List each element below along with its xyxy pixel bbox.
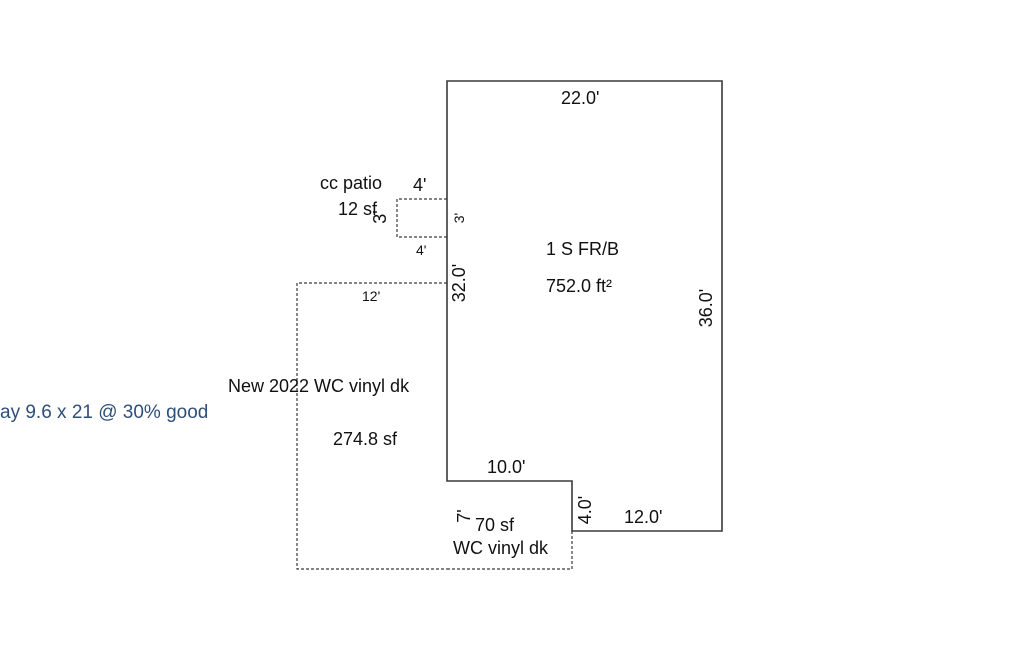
patio-right-dimension: 3' <box>451 212 467 224</box>
notch-top-dimension: 10.0' <box>487 457 526 477</box>
note-text: ay 9.6 x 21 @ 30% good <box>0 402 209 423</box>
small-deck-outline <box>447 531 573 570</box>
small-deck-area: 70 sf <box>475 515 515 535</box>
patio-outline <box>396 198 447 238</box>
large-deck-name: New 2022 WC vinyl dk <box>228 376 410 396</box>
notch-side-dimension: 4.0' <box>575 495 595 525</box>
patio-bottom-dimension: 4' <box>416 242 427 258</box>
main-top-dimension: 22.0' <box>561 88 600 108</box>
bottom-right-dimension: 12.0' <box>624 507 663 527</box>
small-deck-name: WC vinyl dk <box>453 538 549 558</box>
main-structure-name: 1 S FR/B <box>546 239 620 259</box>
small-deck-side-dimension: 7' <box>454 509 474 523</box>
large-deck-area: 274.8 sf <box>333 429 398 449</box>
patio-top-dimension: 4' <box>413 175 427 195</box>
large-deck-outline <box>296 282 447 570</box>
patio-left-dimension: 3' <box>370 210 390 224</box>
patio-area: 12 sf <box>338 199 378 219</box>
main-structure-area: 752.0 ft² <box>546 276 613 296</box>
patio-name: cc patio <box>320 173 383 193</box>
main-left-dimension: 32.0' <box>449 263 469 303</box>
main-right-dimension: 36.0' <box>696 288 716 328</box>
large-deck-top-dimension: 12' <box>362 288 381 304</box>
